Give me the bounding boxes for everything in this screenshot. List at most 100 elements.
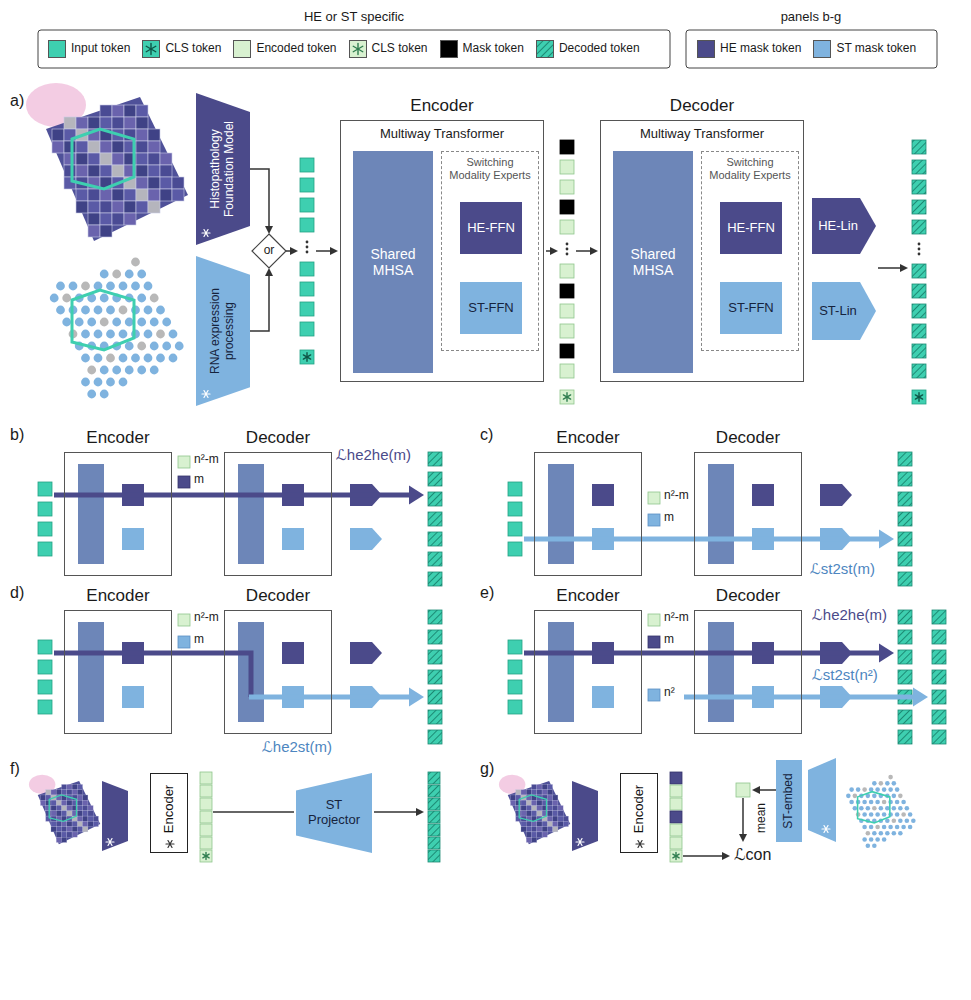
token-square [560, 364, 574, 378]
arrow-line [213, 811, 294, 813]
cls-asterisk [673, 854, 679, 858]
tissue-tile [521, 827, 526, 832]
token-square [898, 610, 912, 624]
region-outline [72, 290, 134, 350]
token-square [560, 200, 574, 214]
tissue-tile [72, 790, 77, 795]
st-spot [156, 354, 165, 363]
tissue-tile [46, 806, 51, 811]
rna-processing [808, 758, 836, 842]
token-square [300, 198, 314, 212]
tissue-tile [56, 790, 61, 795]
token-square [560, 140, 574, 154]
token-square [178, 456, 190, 468]
tissue-tile [526, 832, 531, 837]
arrow-head [416, 808, 424, 816]
st-spot [892, 819, 897, 824]
tissue-tile [100, 153, 112, 165]
st-spot [81, 378, 90, 387]
tissue-tile [56, 800, 61, 805]
st-spot [100, 366, 109, 375]
box-heading: Decoder [195, 586, 361, 606]
annotation: n²-m [664, 489, 689, 503]
encoder-box: Encoder [64, 452, 172, 576]
token-square [428, 630, 442, 644]
st-spot [872, 843, 877, 848]
tissue-tile [532, 827, 537, 832]
arrow-line [374, 811, 417, 813]
st-spot [885, 819, 890, 824]
mhsa-block [708, 464, 734, 564]
st-spot [150, 294, 159, 303]
he-slide [499, 775, 570, 845]
token-square [912, 324, 926, 338]
arrow-head [752, 786, 760, 794]
frozen-encoder: Encoder [620, 773, 658, 853]
tissue-tile [542, 821, 547, 826]
st-spot [882, 800, 887, 805]
tissue-tile [88, 811, 93, 816]
rna-processing-shape [196, 256, 250, 406]
token-square [932, 610, 946, 624]
tissue-tile [83, 816, 88, 821]
tissue-tile [547, 811, 552, 816]
arrow-head [590, 247, 598, 255]
st-spot [94, 330, 103, 339]
tissue-tile [77, 795, 82, 800]
mhsa-block [548, 622, 574, 722]
tissue-tile [537, 821, 542, 826]
tissue-tile [516, 806, 521, 811]
token-square [560, 344, 574, 358]
token-square [912, 220, 926, 234]
token-square [670, 772, 682, 784]
tissue-tile [62, 837, 67, 842]
st-spot [888, 787, 893, 792]
tissue-tile [112, 105, 124, 117]
tissue-tile [160, 189, 172, 201]
box-heading: Decoder [665, 586, 831, 606]
arrow-head [330, 247, 338, 255]
st-spot [119, 306, 128, 315]
tissue-tile [532, 832, 537, 837]
st-spot [62, 318, 71, 327]
tissue-tile [51, 821, 56, 826]
token-square [560, 180, 574, 194]
box-heading: Decoder [665, 428, 831, 448]
st-spot [901, 812, 906, 817]
cls-asterisk [147, 46, 157, 52]
st-spot [849, 800, 854, 805]
annotation: e) [480, 584, 494, 602]
token-square [932, 670, 946, 684]
st-spot [119, 378, 128, 387]
box-heading: Decoder [571, 96, 833, 116]
ellipsis-dot [306, 246, 309, 249]
st-spot [94, 306, 103, 315]
flow-path [524, 537, 880, 542]
st-expert [592, 686, 614, 708]
box-heading: Encoder [505, 586, 671, 606]
token-square [428, 552, 442, 566]
output-head [350, 528, 382, 550]
st-spot [100, 318, 109, 327]
token-square [428, 730, 442, 744]
st-spot [175, 342, 184, 351]
or-diamond-shape [252, 234, 286, 268]
st-spot [125, 318, 134, 327]
token-square [898, 710, 912, 724]
annotation: g) [480, 760, 494, 778]
box-subtitle: Multiway Transformer [605, 127, 799, 142]
token-square [428, 811, 440, 823]
st-spot [875, 787, 880, 792]
annotation: f) [10, 760, 20, 778]
st-expert [122, 528, 144, 550]
st-spot [87, 390, 96, 399]
token-square [912, 200, 926, 214]
encoder-box: Encoder [534, 452, 642, 576]
st-spot [853, 794, 858, 799]
foundation-model [572, 781, 598, 851]
token-square [428, 710, 442, 724]
box-heading: Encoder [35, 586, 201, 606]
st-spot [888, 775, 893, 780]
tissue-tile [72, 832, 77, 837]
annotation: ℒhe2st(m) [262, 738, 332, 755]
